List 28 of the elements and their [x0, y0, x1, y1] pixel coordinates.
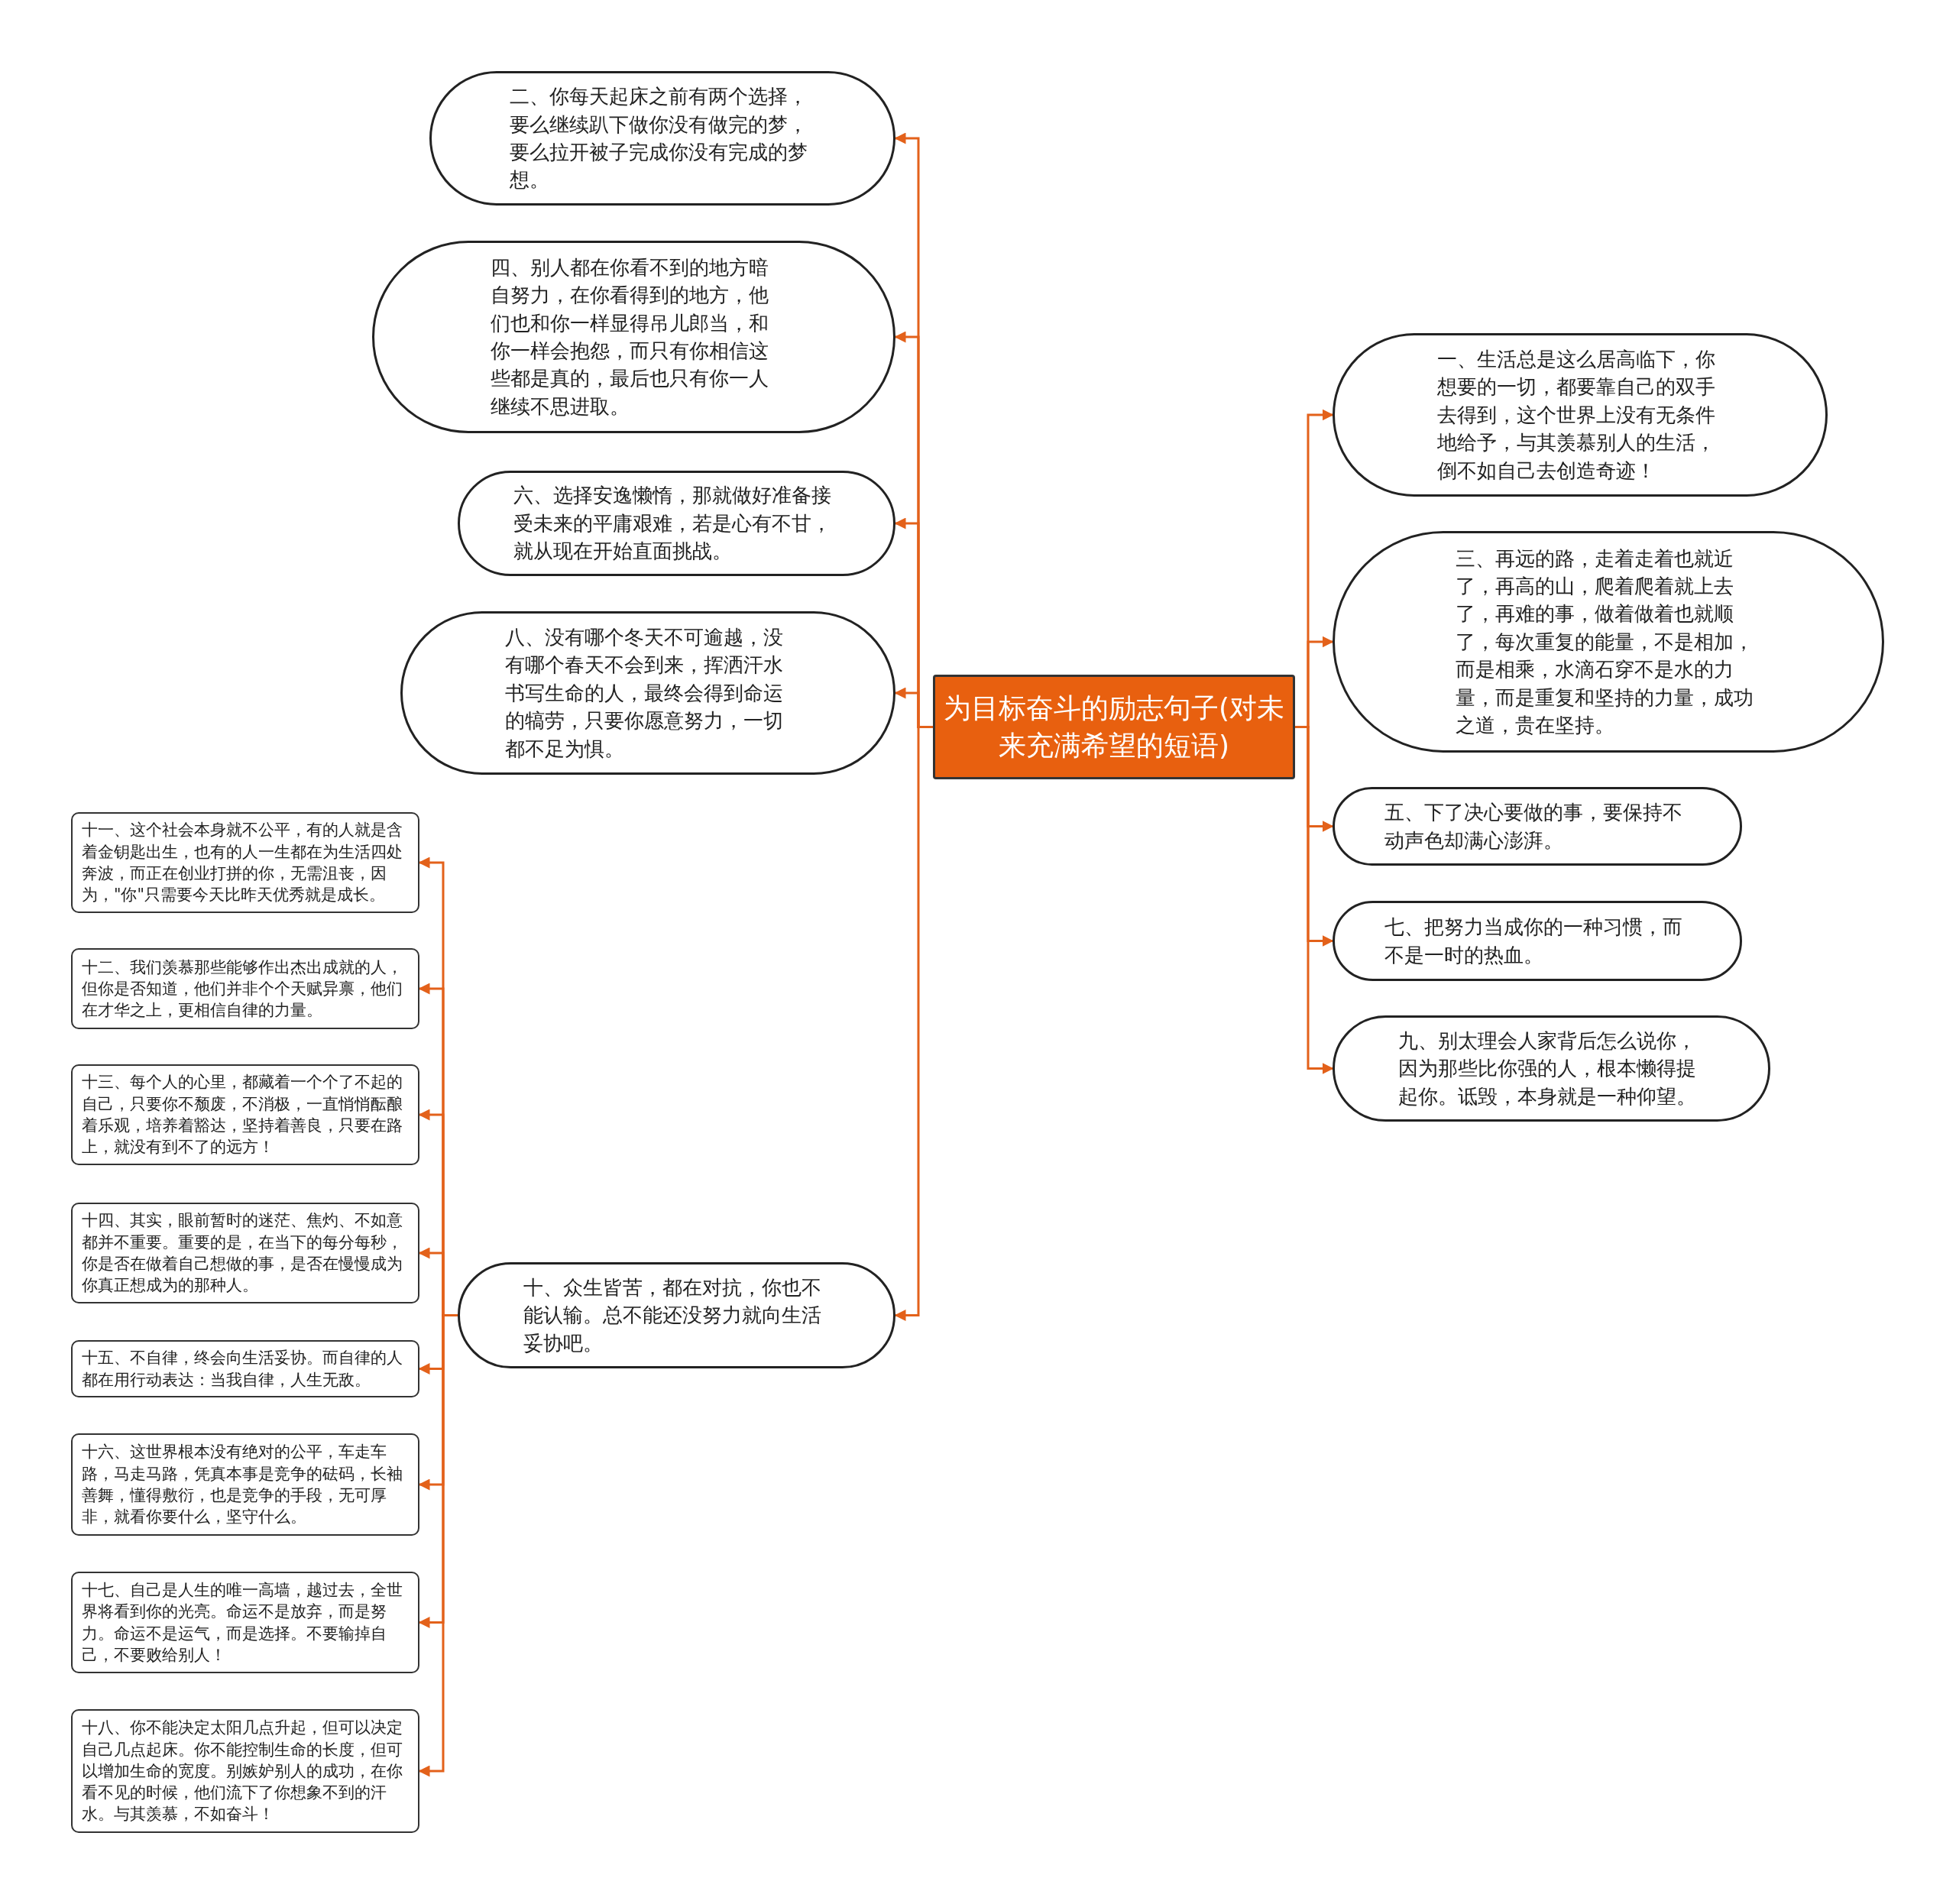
topic-title: 为目标奋斗的励志句子(对未来充满希望的短语)	[943, 691, 1285, 763]
quote-text: 六、选择安逸懒惰，那就做好准备接受未来的平庸艰难，若是心有不甘，就从现在开始直面挑战。	[513, 483, 833, 565]
quote-text: 二、你每天起床之前有两个选择，要么继续趴下做你没有做完的梦，要么拉开被子完成你没有完成的梦想。	[509, 84, 808, 193]
quote-text: 十一、这个社会本身就不公平，有的人就是含着金钥匙出生，也有的人一生都在为生活四处奔波，而正在创业打拼的你，无需沮丧，因为，"你"只需要今天比昨天优秀就是成长。	[82, 820, 403, 906]
quote-text: 一、生活总是这么居高临下，你想要的一切，都要靠自己的双手去得到，这个世界上没有无条件地给予，与其羡慕别人的生活，倒不如自己去创造奇迹！	[1436, 347, 1716, 484]
note-card	[71, 1203, 419, 1303]
quote-text: 十八、你不能决定太阳几点升起，但可以决定自己几点起床。你不能控制生命的长度，但可以增加生命的宽度。别嫉妒别人的成功，在你看不见的时候，他们流下了你想象不到的汗水。与其羡慕，不如奋斗！	[82, 1718, 403, 1825]
quote-text: 十、众生皆苦，都在对抗，你也不能认输。总不能还没努力就向生活妥协吧。	[523, 1274, 823, 1356]
quote-text: 三、再远的路，走着走着也就近了，再高的山，爬着爬着就上去了，再难的事，做着做着也就顺了，每次重复的能量，不是相加，而是相乘，水滴石穿不是水的力量，而是重复和坚持的力量，成功之道，贵在坚持。	[1455, 546, 1754, 738]
central-topic	[933, 675, 1295, 779]
quote-text: 十七、自己是人生的唯一高墙，越过去，全世界将看到你的光亮。命运不是放弃，而是努力。命运不是运气，而是选择。不要输掉自己，不要败给别人！	[82, 1579, 403, 1666]
note-card	[71, 948, 419, 1029]
quote-text: 十五、不自律，终会向生活妥协。而自律的人都在用行动表达：当我自律，人生无敌。	[82, 1348, 403, 1391]
quote-text: 五、下了决心要做的事，要保持不动声色却满心澎湃。	[1384, 800, 1683, 853]
quote-text: 十六、这世界根本没有绝对的公平，车走车路，马走马路，凭真本事是竞争的砝码，长袖善舞，懂得敷衍，也是竞争的手段，无可厚非，就看你要什么，坚守什么。	[82, 1442, 403, 1528]
quote-text: 九、别太理会人家背后怎么说你，因为那些比你强的人，根本懒得提起你。诋毁，本身就是一种仰望。	[1398, 1028, 1698, 1109]
quote-text: 十四、其实，眼前暂时的迷茫、焦灼、不如意都并不重要。重要的是，在当下的每分每秒，你是否在做着自己想做的事，是否在慢慢成为你真正想成为的那种人。	[82, 1210, 403, 1297]
quote-text: 十二、我们羡慕那些能够作出杰出成就的人，但你是否知道，他们并非个个天赋异禀，他们在才华之上，更相信自律的力量。	[82, 957, 403, 1022]
quote-text: 十三、每个人的心里，都藏着一个个了不起的自己，只要你不颓废，不消极，一直悄悄酝酿着乐观，培养着豁达，坚持着善良，只要在路上，就没有到不了的远方！	[82, 1072, 403, 1158]
quote-text: 八、没有哪个冬天不可逾越，没有哪个春天不会到来，挥洒汗水书写生命的人，最终会得到命运的犒劳，只要你愿意努力，一切都不足为惧。	[504, 625, 784, 762]
note-card	[71, 1064, 419, 1165]
note-card	[71, 812, 419, 913]
quote-text: 四、别人都在你看不到的地方暗自努力，在你看得到的地方，他们也和你一样显得吊儿郎当，和你一样会抱怨，而只有你相信这些都是真的，最后也只有你一人继续不思进取。	[491, 254, 770, 419]
note-card	[71, 1433, 419, 1536]
quote-text: 七、把努力当成你的一种习惯，而不是一时的热血。	[1384, 915, 1683, 968]
note-card	[71, 1709, 419, 1833]
note-card	[71, 1340, 419, 1397]
note-card	[71, 1572, 419, 1673]
